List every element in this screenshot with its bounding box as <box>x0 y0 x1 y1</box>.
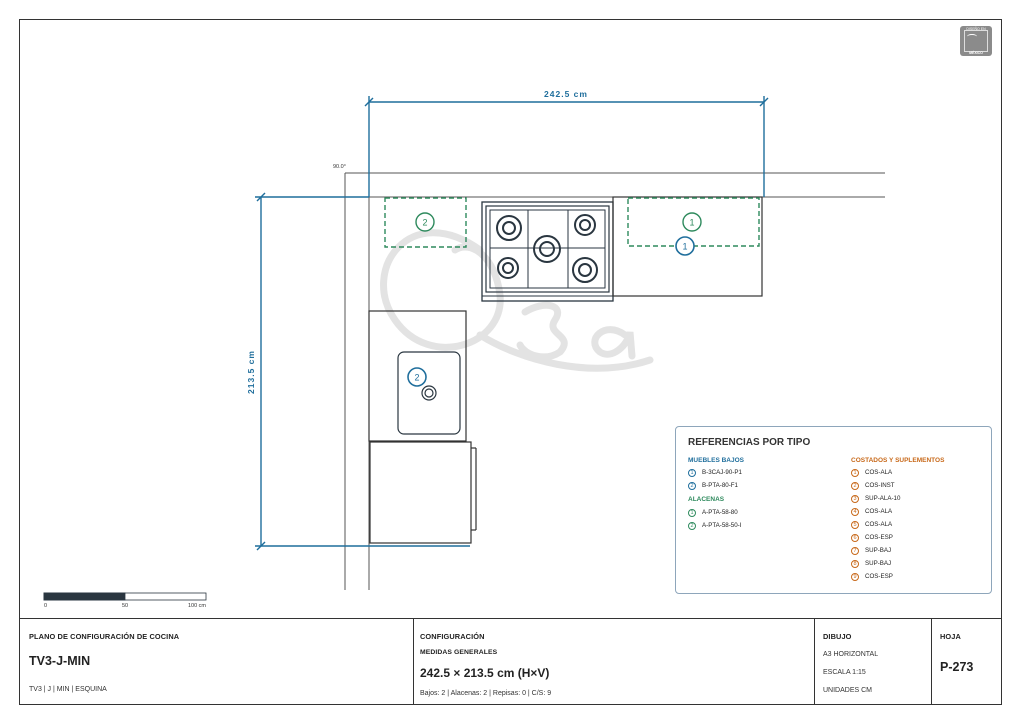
legend-item: 2 COS-INST <box>851 480 895 491</box>
burner-top-left <box>496 215 522 241</box>
medidas-label: MEDIDAS GENERALES <box>420 649 498 656</box>
legend-item: 1 B-3CAJ-90-P1 <box>688 467 742 478</box>
svg-text:1: 1 <box>689 218 694 228</box>
title-block-plan-cell: PLANO DE CONFIGURACIÓN DE COCINA TV3-J-M… <box>19 619 413 705</box>
base-cabinet-right <box>612 196 763 297</box>
vertical-dimension <box>255 192 470 551</box>
legend-title: REFERENCIAS POR TIPO <box>688 437 811 448</box>
dibujo-label: DIBUJO <box>823 632 852 641</box>
title-block-hoja-cell: HOJA P-273 <box>931 619 1002 705</box>
hoja-value: P-273 <box>940 660 974 674</box>
watermark-logo <box>380 229 654 372</box>
side-cabinet <box>369 441 477 544</box>
marker-sink: 2 <box>407 367 427 387</box>
legend-item: 7 SUP-BAJ <box>851 545 891 556</box>
dim-vertical-label: 213.5 cm <box>246 350 256 394</box>
burner-top-right <box>574 214 596 236</box>
svg-text:50: 50 <box>122 603 128 609</box>
svg-text:1: 1 <box>682 242 687 252</box>
dim-horizontal-label: 242.5 cm <box>544 89 588 99</box>
legend-item: 2 B-PTA-80-F1 <box>688 480 738 491</box>
design-mexico-logo: DISEÑO EN MÉXICO <box>960 26 992 56</box>
marker-upper-left: 2 <box>415 212 435 232</box>
config-label: CONFIGURACIÓN <box>420 632 485 641</box>
title-block-dibujo-cell: DIBUJO A3 HORIZONTAL ESCALA 1:15 UNIDADE… <box>814 619 931 705</box>
sheet-border <box>19 19 1002 705</box>
svg-text:0: 0 <box>44 603 47 609</box>
horizontal-dimension <box>364 96 769 197</box>
legend-item: 6 COS-ESP <box>851 532 893 543</box>
plan-type-label: PLANO DE CONFIGURACIÓN DE COCINA <box>29 632 180 641</box>
scale-bar: 0 50 100 cm <box>43 592 206 609</box>
dibujo-units: UNIDADES CM <box>823 687 873 694</box>
legend-heading-muebles-bajos: MUEBLES BAJOS <box>688 457 744 464</box>
legend-item: 4 COS-ALA <box>851 506 892 517</box>
burner-bottom-left <box>497 257 519 279</box>
legend-item: 2 A-PTA-58-50-I <box>688 520 741 531</box>
title-block: PLANO DE CONFIGURACIÓN DE COCINA TV3-J-M… <box>19 618 1002 705</box>
marker-base-right: 1 <box>675 236 695 256</box>
medidas-value: 242.5 × 213.5 cm (H×V) <box>420 666 550 680</box>
sink-cabinet <box>368 310 467 442</box>
model-code: TV3-J-MIN <box>29 654 91 668</box>
hoja-label: HOJA <box>940 632 961 641</box>
legend-item: 8 SUP-BAJ <box>851 558 891 569</box>
dibujo-scale: ESCALA 1:15 <box>823 669 866 676</box>
legend-item: 5 COS-ALA <box>851 519 892 530</box>
upper-cabinet-left <box>384 197 467 248</box>
sink-basin <box>397 351 461 435</box>
svg-text:2: 2 <box>414 373 419 383</box>
burner-center <box>533 235 561 263</box>
sink-drain <box>421 385 437 401</box>
logo-mark-icon <box>967 34 977 39</box>
legend-item: 3 SUP-ALA-10 <box>851 493 900 504</box>
marker-upper-right: 1 <box>682 212 702 232</box>
burner-bottom-right <box>572 257 598 283</box>
legend-item: 1 A-PTA-58-80 <box>688 507 738 518</box>
svg-text:100 cm: 100 cm <box>188 603 206 609</box>
legend-item: 1 COS-ALA <box>851 467 892 478</box>
legend-panel: REFERENCIAS POR TIPO MUEBLES BAJOS 1 B-3… <box>675 426 992 594</box>
angle-label: 90.0° <box>333 164 346 170</box>
legend-heading-alacenas: ALACENAS <box>688 496 725 503</box>
svg-text:2: 2 <box>422 218 427 228</box>
dibujo-format: A3 HORIZONTAL <box>823 651 879 658</box>
model-tags: TV3 | J | MIN | ESQUINA <box>29 686 107 693</box>
counts-summary: Bajos: 2 | Alacenas: 2 | Repisas: 0 | C/… <box>420 690 552 697</box>
legend-item: 9 COS-ESP <box>851 571 893 582</box>
title-block-config-cell: CONFIGURACIÓN MEDIDAS GENERALES 242.5 × … <box>413 619 814 705</box>
legend-heading-costados: COSTADOS Y SUPLEMENTOS <box>851 457 945 464</box>
